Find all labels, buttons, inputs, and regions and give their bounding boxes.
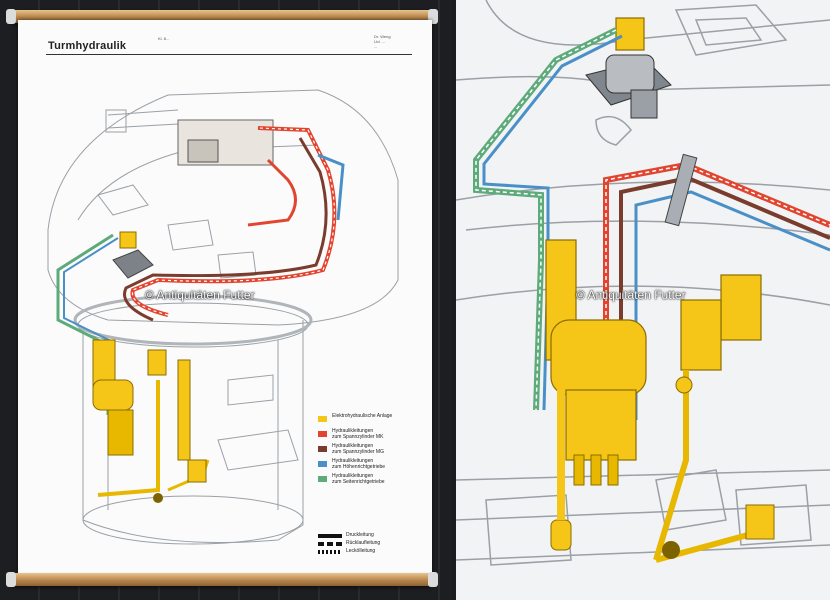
legend-swatch-yellow <box>318 416 327 422</box>
line-type-item: Druckleitung <box>318 532 428 540</box>
wall-chart-poster: Turmhydraulik Kl. 8... Dr. Weng Ltd. ...… <box>18 20 432 577</box>
rod-end-cap <box>6 572 16 587</box>
line-type-item: Leckölleitung <box>318 548 428 556</box>
legend-label: Hydraulikleitungen zum Seitenrichtgetrie… <box>332 473 385 485</box>
line-type-label: Rücklaufleitung <box>346 540 381 546</box>
corner-info-line: Dr. Weng <box>374 34 391 39</box>
detail-closeup-photo: © Antiquitäten Futter <box>456 0 830 600</box>
line-type-item: Rücklaufleitung <box>318 540 428 548</box>
corner-info-line: Ltd. ... <box>374 39 386 44</box>
legend-label: Hydraulikleitungen zum Spannzylinder MK <box>332 428 384 440</box>
legend-item: Hydraulikleitungen zum Spannzylinder MG <box>318 443 428 455</box>
legend-label: Elektrohydraulische Anlage <box>332 413 393 419</box>
poster-stamp: Kl. 8... <box>158 36 170 41</box>
corner-info-line: ... <box>374 44 378 49</box>
rod-end-cap <box>6 9 16 24</box>
line-type-label: Leckölleitung <box>346 548 376 554</box>
line-sample-solid <box>318 534 342 538</box>
watermark: © Antiquitäten Futter <box>576 288 686 302</box>
watermark: © Antiquitäten Futter <box>145 288 255 302</box>
legend-item: Hydraulikleitungen zum Höhenrichtgetrieb… <box>318 458 428 470</box>
legend-swatch-brown <box>318 446 327 452</box>
top-hanging-rod <box>6 9 438 24</box>
legend-label: Hydraulikleitungen zum Spannzylinder MG <box>332 443 384 455</box>
poster-title: Turmhydraulik <box>48 40 127 52</box>
color-legend: Elektrohydraulische Anlage Hydraulikleit… <box>318 413 428 488</box>
rod-end-cap <box>428 572 438 587</box>
legend-swatch-blue <box>318 461 327 467</box>
legend-item: Hydraulikleitungen zum Spannzylinder MK <box>318 428 428 440</box>
legend-swatch-green <box>318 476 327 482</box>
legend-item: Hydraulikleitungen zum Seitenrichtgetrie… <box>318 473 428 485</box>
bottom-hanging-rod <box>6 572 438 587</box>
line-type-label: Druckleitung <box>346 532 374 538</box>
line-sample-dashed <box>318 542 342 546</box>
title-rule <box>46 54 412 55</box>
turret-hydraulics-illustration <box>47 89 399 545</box>
rod-end-cap <box>428 9 438 24</box>
legend-swatch-red <box>318 431 327 437</box>
poster-photo: Turmhydraulik Kl. 8... Dr. Weng Ltd. ...… <box>0 0 452 600</box>
line-sample-dotted <box>318 550 342 554</box>
poster-corner-info: Dr. Weng Ltd. ... ... <box>374 34 391 49</box>
turret-detail-illustration <box>456 0 830 566</box>
legend-label: Hydraulikleitungen zum Höhenrichtgetrieb… <box>332 458 386 470</box>
legend-item: Elektrohydraulische Anlage <box>318 413 428 425</box>
line-type-legend: Druckleitung Rücklaufleitung Leckölleitu… <box>318 532 428 556</box>
